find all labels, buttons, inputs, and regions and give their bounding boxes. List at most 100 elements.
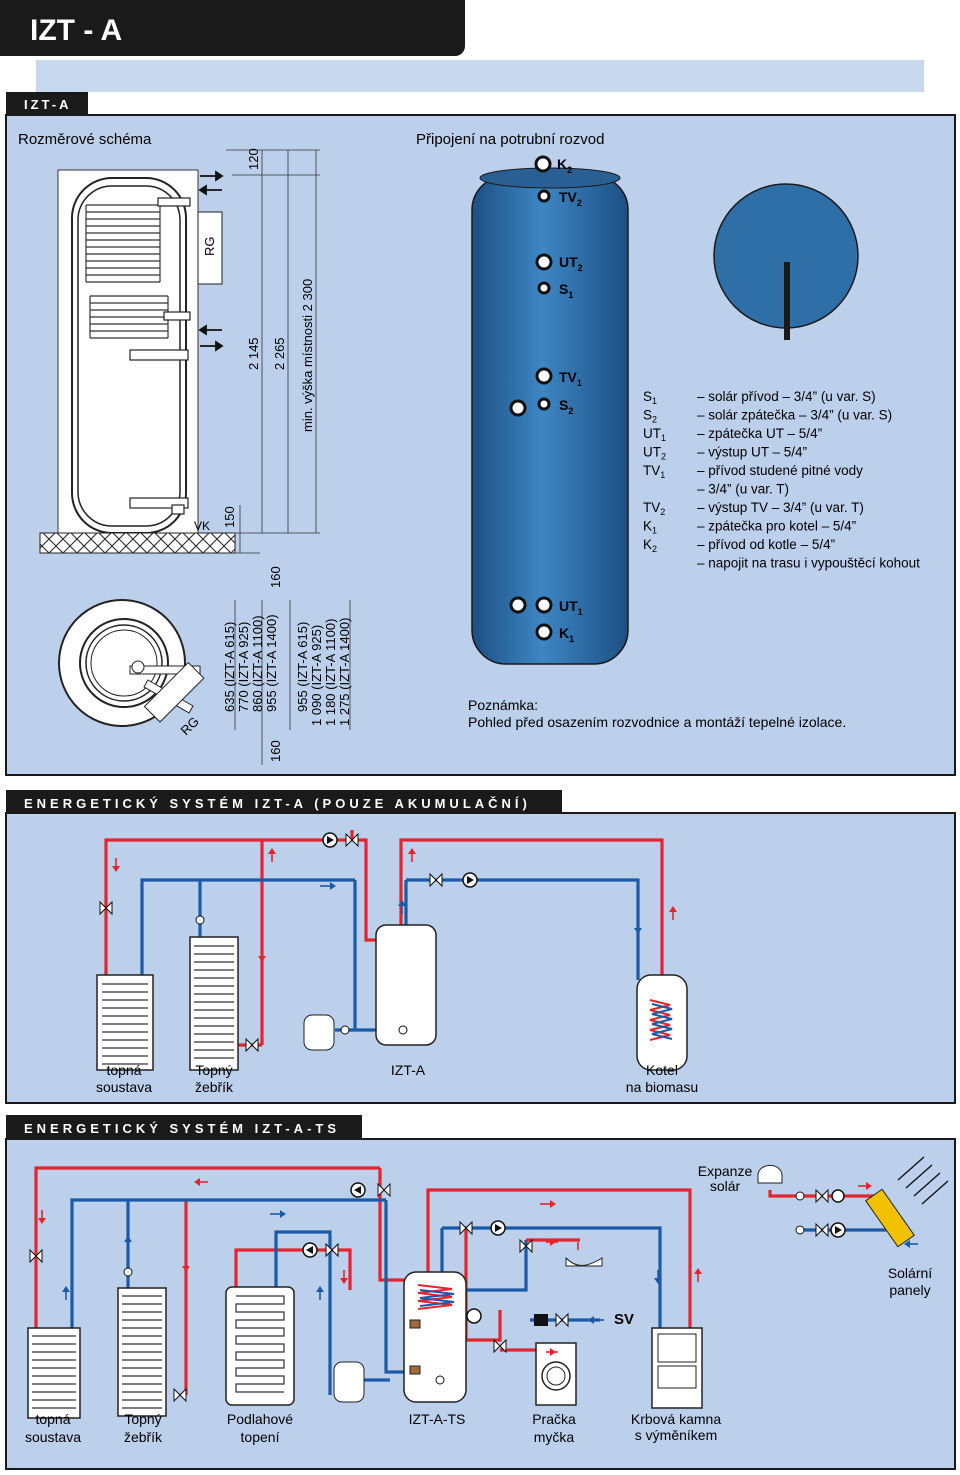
thermostat-valve-icon [195,915,205,925]
mixing-valve-icon-2 [429,872,443,888]
drain-valve-bottom-icon [509,596,527,614]
port-s2-label: S2 [559,397,573,416]
dim-b-615: 955 (IZT-A 615) [295,622,310,712]
dim-b-1400: 1 275 (IZT-A 1400) [337,618,352,726]
section3-tab [6,1115,362,1139]
legend-description: – 3/4” (u var. T) [697,482,789,497]
legend-description: – zpátečka pro kotel – 5/4” [697,519,856,534]
drain-valve-icon [509,399,527,417]
system1-flow-arrows [112,848,677,962]
label-sv: SV [614,1311,634,1328]
system1-piping [104,830,664,1047]
port-s1-label: S1 [559,281,573,300]
dim-2265: 2 265 [272,337,287,370]
solar-panel-icon [865,1188,915,1248]
dim-a-615: 635 (IZT-A 615) [222,622,237,712]
port-k1-label: K1 [559,625,574,644]
port-s1-icon [537,281,551,295]
radiator-1 [96,974,154,1071]
tank-dimension-drawing: RG VK 120 2 145 2 265 min. výška místnos… [39,148,320,588]
legend-description: – solár přívod – 3/4” (u var. S) [697,389,876,404]
section3-tab-label: ENERGETICKÝ SYSTÉM IZT-A-TS [24,1121,340,1136]
legend-description: – přívod studené pitné vody [697,463,863,478]
tank-top-blue [713,183,859,340]
port-legend: S1 – solár přívod – 3/4” (u var. S) S2 – so… [643,389,920,571]
dim-120: 120 [246,148,261,170]
section2-tab [6,790,562,814]
port-k1-icon [535,623,553,641]
legend-code: UT2 [643,445,666,462]
legend-code: S2 [643,408,657,425]
legend-code: TV2 [643,500,665,517]
note-text: Pohled před osazením rozvodnice a montáž… [468,714,846,730]
legend-description: – solár zpátečka – 3/4” (u var. S) [697,408,892,423]
dim-a-1100: 860 (IZT-A 1100) [250,615,265,712]
connection-title: Připojení na potrubní rozvod [416,131,604,148]
dim-2145: 2 145 [246,337,261,370]
system3-flow-arrows [38,1178,918,1356]
section2-tab-label: ENERGETICKÝ SYSTÉM IZT-A (POUZE AKUMULAČ… [24,796,531,811]
valve-icon-2 [245,1037,259,1053]
section2-panel [5,812,956,1104]
port-tv2-icon [537,189,551,203]
label-izt-a: IZT-A [391,1062,426,1078]
port-k2-icon [534,155,552,173]
dim-b-1100: 1 180 (IZT-A 1100) [323,619,338,726]
radiator-2 [27,1327,81,1419]
port-ut1-label: UT1 [559,598,583,617]
port-s2-icon [537,397,551,411]
system3-devices [27,1156,949,1419]
dim-min-height: min. výška místnosti 2 300 [300,279,315,432]
mixing-valve-icon [345,832,359,848]
port-ut1-icon [535,596,553,614]
dimension-title: Rozměrové schéma [18,131,152,148]
connection-tank [471,167,629,665]
solar-expansion-vessel [757,1164,783,1184]
radiator-1-fins [102,983,148,1065]
legend-description: – přívod od kotle – 5/4” [697,537,835,552]
dim-b-925: 1 090 (IZT-A 925) [309,625,324,726]
dim-150: 150 [222,506,237,528]
tank-top-view: RG 635 (IZT-A 615) 770 (IZT-A 925) 860 (… [58,599,352,765]
izt-a-tank [375,924,437,1046]
dim-a-925: 770 (IZT-A 925) [236,622,251,712]
legend-code: TV1 [643,463,665,480]
legend-description: – napojit na trasu i vypouštěcí kohout [697,556,920,571]
system1-devices [96,832,688,1071]
expansion-vessel [303,1014,335,1051]
ports: K2 TV2 UT2 S1 TV1 S2 UT1 K1 [509,155,583,644]
dim-160-top: 160 [268,566,283,588]
legend-description: – výstup TV – 3/4” (u var. T) [697,500,864,515]
note-title: Poznámka: [468,697,538,713]
dim-a-1400: 955 (IZT-A 1400) [264,614,279,712]
port-tv2-label: TV2 [559,189,582,208]
dim-160-bottom: 160 [268,740,283,762]
port-ut2-label: UT2 [559,254,583,273]
expansion-vessel-2 [333,1361,365,1403]
port-tv1-label: TV1 [559,369,582,388]
legend-code: K2 [643,537,657,554]
page-header: IZT - A [0,0,465,56]
section1-tab [6,92,88,115]
label-izt-a-ts: IZT-A-TS [409,1411,466,1427]
port-tv1-icon [535,367,553,385]
legend-code: UT1 [643,426,666,443]
vk-label: VK [194,519,210,533]
towel-radiator [189,936,239,1071]
legend-code: S1 [643,389,657,406]
port-k2-label: K2 [557,156,572,175]
valve-icon [99,900,113,916]
sink-icon [565,1256,603,1267]
